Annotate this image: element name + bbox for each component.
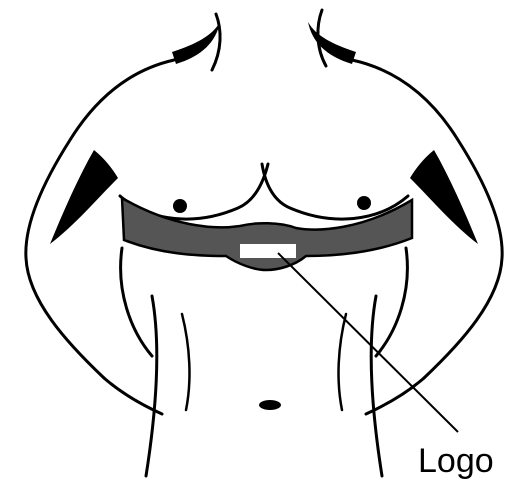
callout-line (278, 253, 458, 432)
deltoid-shade-right (410, 150, 478, 244)
nipple-right (357, 196, 371, 210)
deltoid-shade-left (50, 150, 118, 244)
ab-line-right (339, 314, 346, 410)
trap-right (308, 22, 356, 64)
arm-inner-right (376, 248, 407, 356)
arm-inner-left (121, 248, 152, 356)
navel (259, 400, 281, 410)
torso-fills (50, 22, 478, 410)
pectoral-right (262, 164, 408, 219)
neck-left (212, 14, 220, 70)
callout-label: Logo (418, 442, 494, 479)
waist-left (146, 296, 157, 476)
logo-plate (240, 244, 296, 258)
waist-right (371, 296, 382, 476)
strap-band (122, 198, 412, 270)
ab-line-left (182, 314, 189, 410)
nipple-left (173, 199, 187, 213)
chest-strap (122, 198, 412, 270)
trap-left (172, 22, 220, 64)
